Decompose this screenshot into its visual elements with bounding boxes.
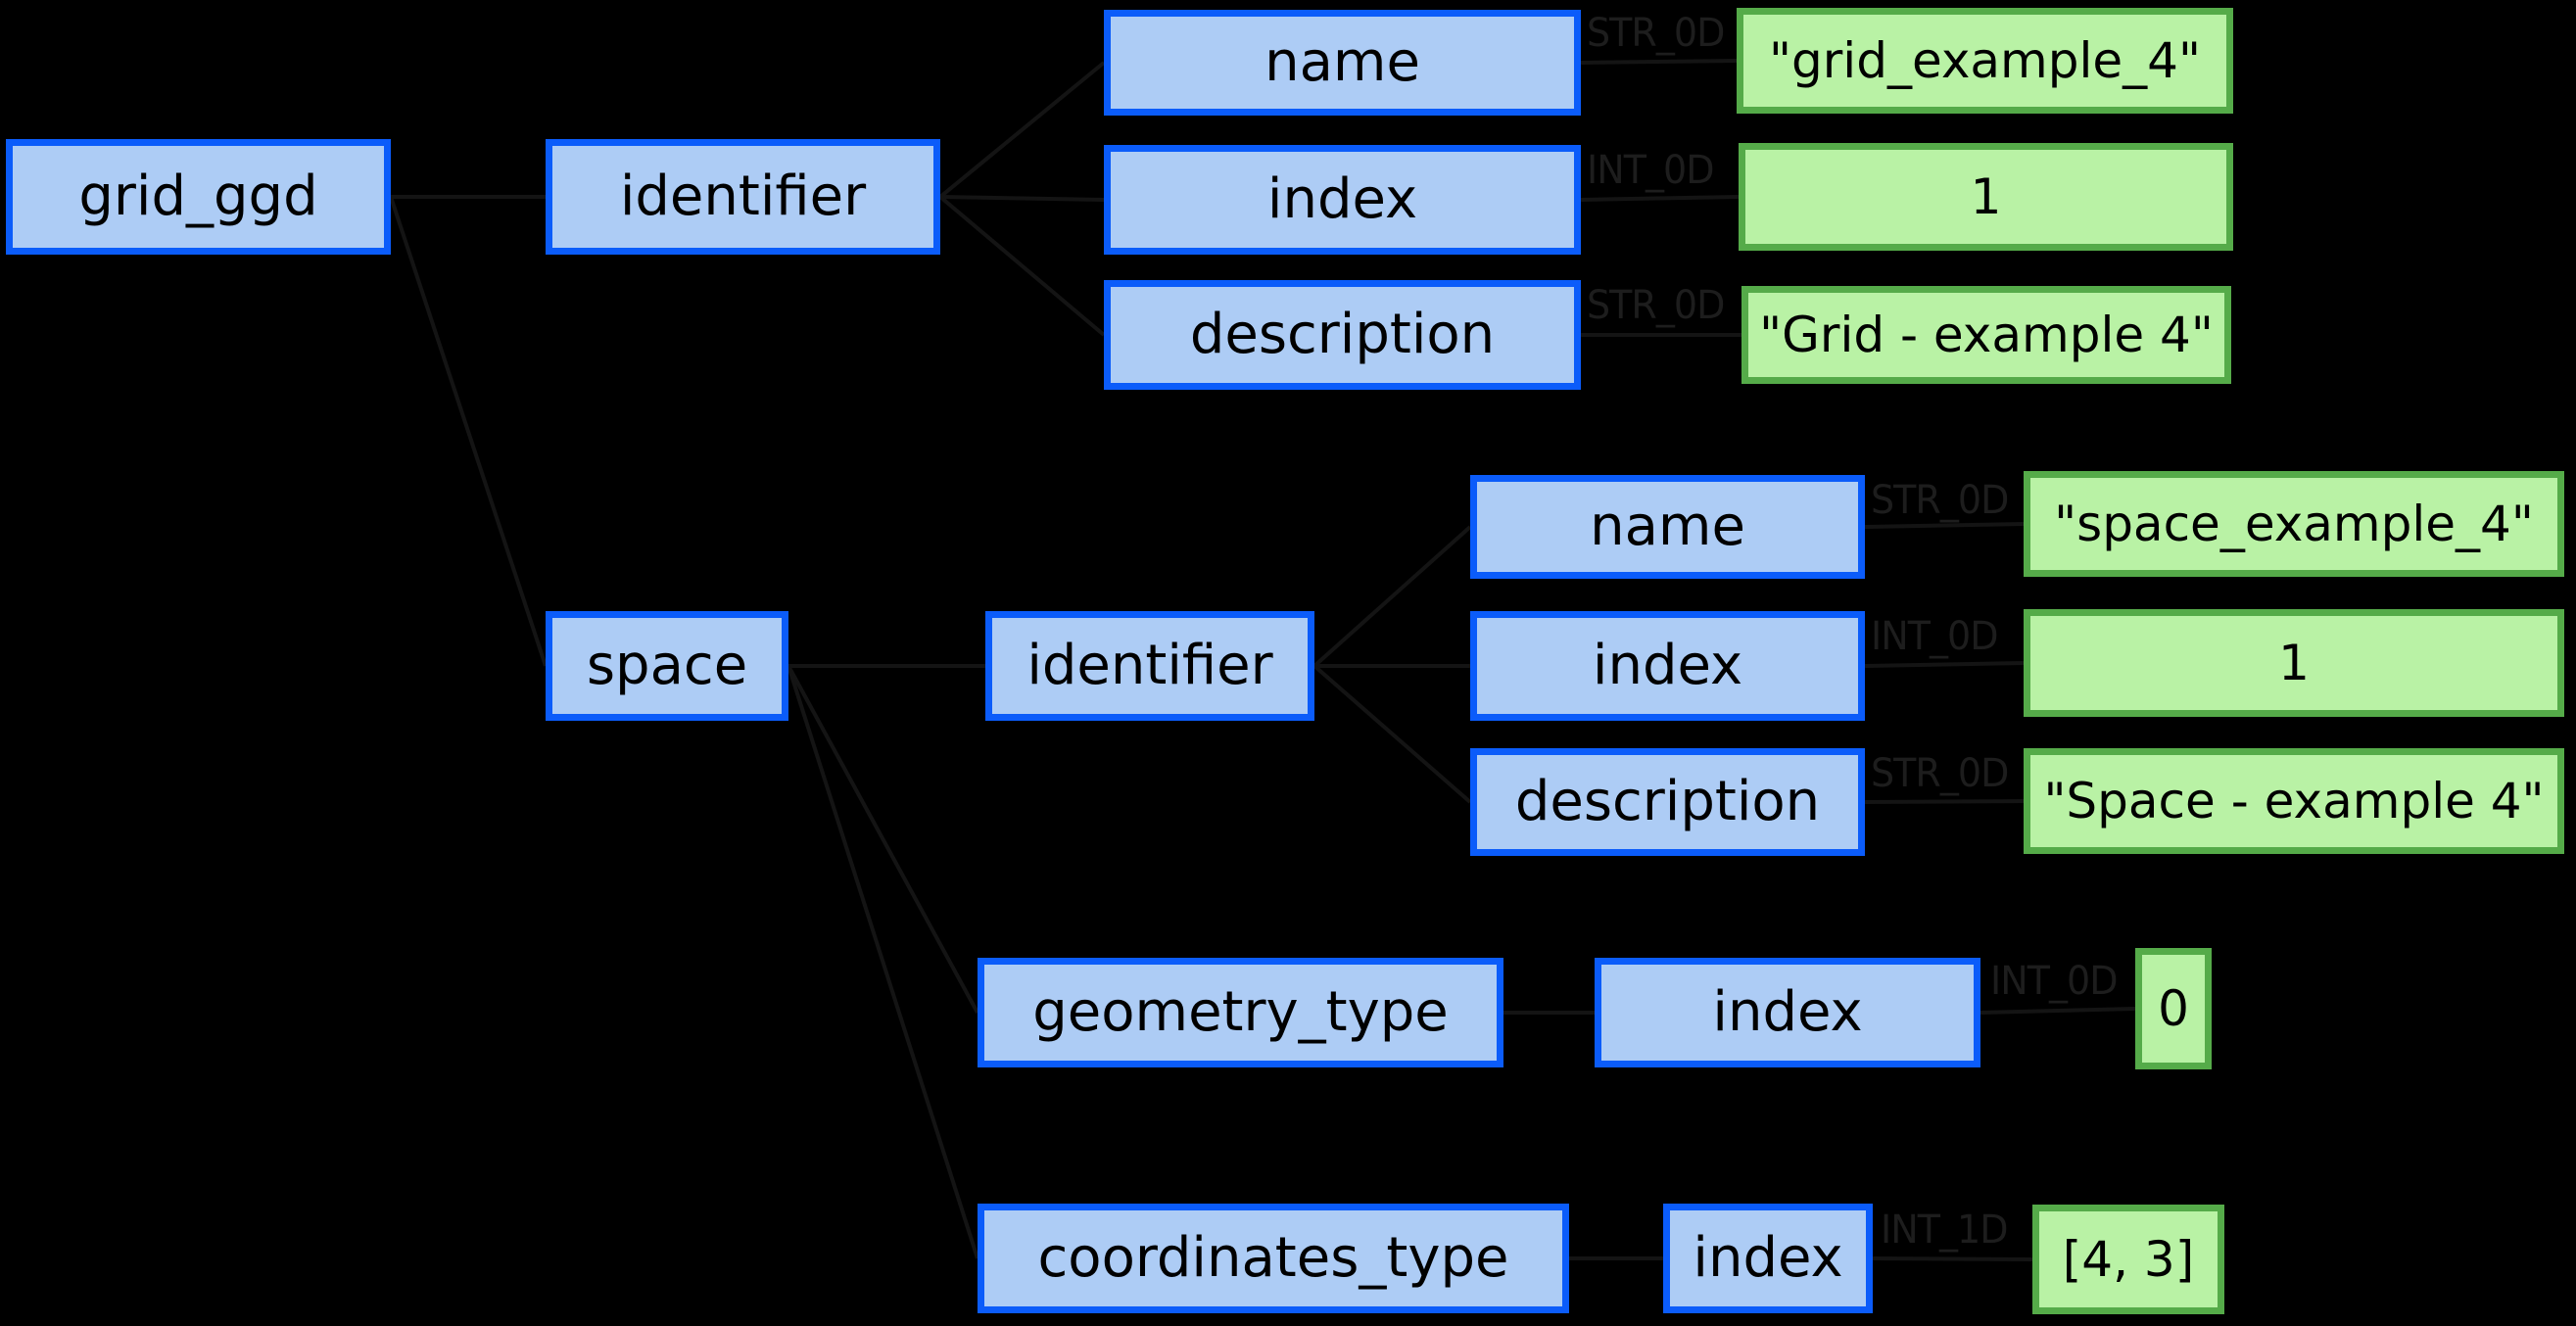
edge-line — [787, 665, 979, 1014]
type-label-grid-index-type: INT_0D — [1587, 148, 1715, 193]
node-grid-index-value: 1 — [1739, 143, 2233, 251]
node-space-geometry-type: geometry_type — [978, 958, 1503, 1067]
edge-line — [1980, 1007, 2136, 1015]
type-label-grid-description-type: STR_0D — [1587, 283, 1725, 328]
node-space-geometry-type-index: index — [1595, 958, 1980, 1067]
node-grid-identifier: identifier — [546, 139, 940, 255]
edge-line — [1864, 661, 2025, 668]
node-geometry-index-value: 0 — [2135, 948, 2212, 1069]
edge-line — [938, 195, 1106, 337]
node-space-identifier-description: description — [1470, 748, 1865, 856]
type-label-space-index-type: INT_0D — [1871, 614, 1999, 659]
node-grid-identifier-index: index — [1104, 145, 1581, 255]
node-grid-identifier-description: description — [1104, 280, 1581, 390]
edge-line — [939, 195, 1105, 202]
node-grid-ggd: grid_ggd — [6, 139, 391, 255]
edge-line — [1580, 195, 1740, 202]
edge-line — [1312, 525, 1472, 668]
type-label-grid-name-type: STR_0D — [1587, 11, 1725, 56]
node-space-name-value: "space_example_4" — [2024, 471, 2564, 577]
type-label-space-name-type: STR_0D — [1871, 478, 2009, 523]
edge-line — [389, 196, 548, 667]
node-space: space — [546, 611, 788, 721]
edge-line — [787, 665, 979, 1259]
edge-line — [1864, 799, 2025, 804]
edge-line — [938, 61, 1106, 199]
node-space-identifier: identifier — [985, 611, 1314, 721]
node-coordinates-index-value: [4, 3] — [2032, 1205, 2224, 1314]
node-space-identifier-index: index — [1470, 611, 1865, 721]
node-space-identifier-name: name — [1470, 475, 1865, 579]
edge-line — [1580, 59, 1738, 65]
node-grid-description-value: "Grid - example 4" — [1741, 286, 2231, 384]
node-space-index-value: 1 — [2024, 609, 2564, 717]
edge-line — [1872, 1256, 2033, 1261]
edge-line — [1864, 522, 2025, 529]
node-grid-name-value: "grid_example_4" — [1737, 8, 2233, 114]
node-space-coordinates-type: coordinates_type — [978, 1204, 1569, 1313]
edge-line — [1312, 664, 1472, 804]
type-label-coordinates-index-type: INT_1D — [1881, 1208, 2009, 1253]
node-space-coordinates-type-index: index — [1663, 1204, 1873, 1313]
node-space-description-value: "Space - example 4" — [2024, 748, 2564, 854]
type-label-space-description-type: STR_0D — [1871, 751, 2009, 796]
type-label-geometry-index-type: INT_0D — [1990, 959, 2119, 1004]
node-grid-identifier-name: name — [1104, 10, 1581, 116]
